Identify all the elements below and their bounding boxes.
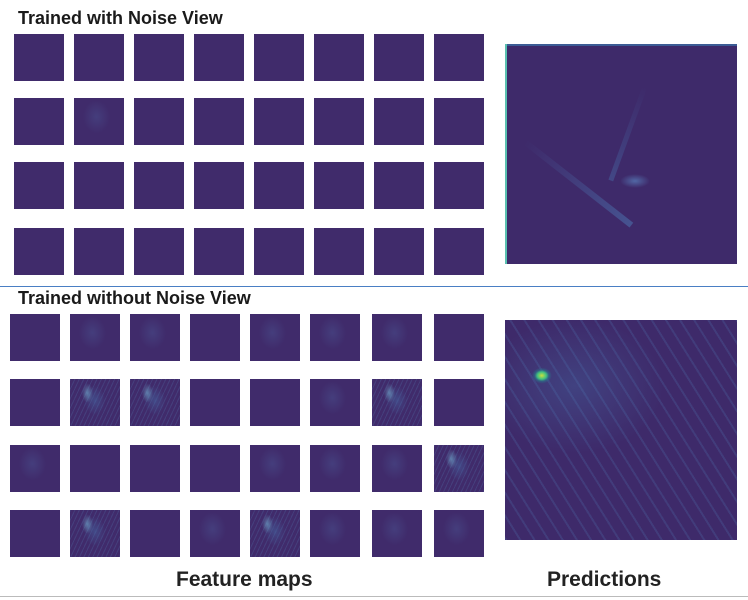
feature-map-tile	[310, 379, 360, 426]
feature-map-tile	[372, 445, 422, 492]
feature-map-tile	[194, 34, 244, 81]
prediction-map-with-noise	[505, 44, 737, 264]
feature-map-tile	[134, 228, 184, 275]
feature-map-tile	[74, 162, 124, 209]
feature-map-tile	[10, 510, 60, 557]
feature-map-tile	[130, 379, 180, 426]
feature-map-tile	[434, 162, 484, 209]
feature-map-tile	[254, 162, 304, 209]
feature-map-tile	[134, 98, 184, 145]
feature-map-tile	[372, 314, 422, 361]
bottom-rule	[0, 596, 748, 597]
feature-map-tile	[10, 445, 60, 492]
feature-map-tile	[250, 445, 300, 492]
feature-map-tile	[254, 228, 304, 275]
feature-map-tile	[310, 314, 360, 361]
feature-map-tile	[434, 379, 484, 426]
feature-map-tile	[434, 314, 484, 361]
prediction-blob	[620, 174, 650, 188]
feature-map-tile	[190, 510, 240, 557]
caption-predictions: Predictions	[547, 568, 662, 591]
feature-map-tile	[254, 34, 304, 81]
feature-map-tile	[194, 98, 244, 145]
prediction-map-without-noise	[505, 320, 737, 540]
feature-map-tile	[434, 98, 484, 145]
feature-map-tile	[14, 228, 64, 275]
feature-map-tile	[194, 228, 244, 275]
feature-map-tile	[310, 510, 360, 557]
section-title-without-noise: Trained without Noise View	[18, 288, 251, 308]
feature-map-tile	[14, 162, 64, 209]
feature-map-tile	[254, 98, 304, 145]
feature-map-tile	[250, 510, 300, 557]
feature-map-tile	[130, 510, 180, 557]
feature-map-tile	[70, 510, 120, 557]
feature-map-tile	[190, 314, 240, 361]
feature-map-tile	[250, 379, 300, 426]
feature-map-tile	[374, 162, 424, 209]
feature-map-tile	[374, 228, 424, 275]
prediction-fan-pattern	[505, 320, 737, 540]
feature-map-tile	[434, 34, 484, 81]
prediction-streak	[523, 139, 634, 228]
feature-map-tile	[130, 314, 180, 361]
feature-map-tile	[314, 228, 364, 275]
section-title-with-noise: Trained with Noise View	[18, 8, 223, 28]
feature-map-tile	[310, 445, 360, 492]
feature-map-tile	[134, 34, 184, 81]
feature-map-tile	[314, 162, 364, 209]
feature-map-tile	[372, 379, 422, 426]
feature-map-tile	[434, 510, 484, 557]
feature-map-tile	[130, 445, 180, 492]
section-divider	[0, 286, 748, 287]
feature-map-tile	[372, 510, 422, 557]
feature-map-tile	[10, 379, 60, 426]
feature-map-tile	[314, 34, 364, 81]
feature-map-tile	[74, 98, 124, 145]
feature-map-tile	[70, 314, 120, 361]
prediction-ray	[608, 85, 648, 182]
feature-map-tile	[194, 162, 244, 209]
feature-map-tile	[74, 228, 124, 275]
feature-map-tile	[14, 98, 64, 145]
feature-map-tile	[70, 379, 120, 426]
feature-map-tile	[314, 98, 364, 145]
feature-map-tile	[190, 445, 240, 492]
feature-map-tile	[374, 98, 424, 145]
feature-map-tile	[14, 34, 64, 81]
feature-map-tile	[434, 445, 484, 492]
feature-map-tile	[74, 34, 124, 81]
feature-map-tile	[70, 445, 120, 492]
feature-map-tile	[134, 162, 184, 209]
feature-map-tile	[434, 228, 484, 275]
feature-map-tile	[190, 379, 240, 426]
feature-map-tile	[374, 34, 424, 81]
caption-feature-maps: Feature maps	[176, 568, 313, 591]
feature-map-tile	[10, 314, 60, 361]
feature-map-tile	[250, 314, 300, 361]
prediction-hotspot	[525, 360, 553, 386]
